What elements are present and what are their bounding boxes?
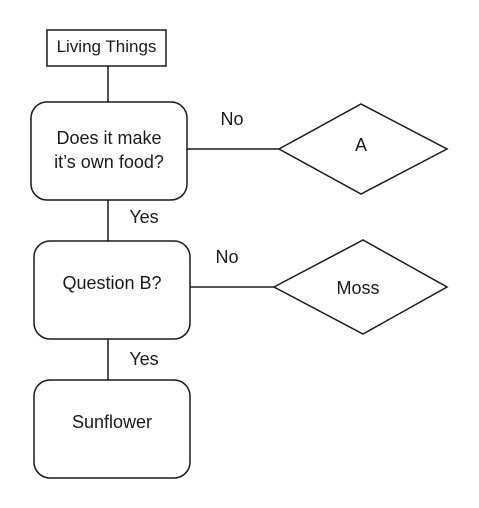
title-label: Living Things <box>56 37 157 56</box>
edge-label-yes-1: Yes <box>129 207 159 227</box>
sunflower-box <box>33 379 191 479</box>
edge-label-yes-2: Yes <box>129 349 159 369</box>
question-2-label: Question B? <box>62 273 162 293</box>
title-box <box>46 29 167 67</box>
edge-label-no-2: No <box>215 247 239 267</box>
question-1-box <box>30 101 188 201</box>
sunflower-label: Sunflower <box>71 412 153 432</box>
edge-label-no-1: No <box>220 109 244 129</box>
moss-diamond <box>272 239 449 335</box>
moss-label: Moss <box>336 278 380 298</box>
question-1-label-line-2: it’s own food? <box>54 152 164 172</box>
answer-a-diamond <box>277 103 449 195</box>
answer-a-label: A <box>354 135 367 155</box>
question-2-box <box>33 240 191 340</box>
question-1-label-line-1: Does it make <box>56 128 162 148</box>
